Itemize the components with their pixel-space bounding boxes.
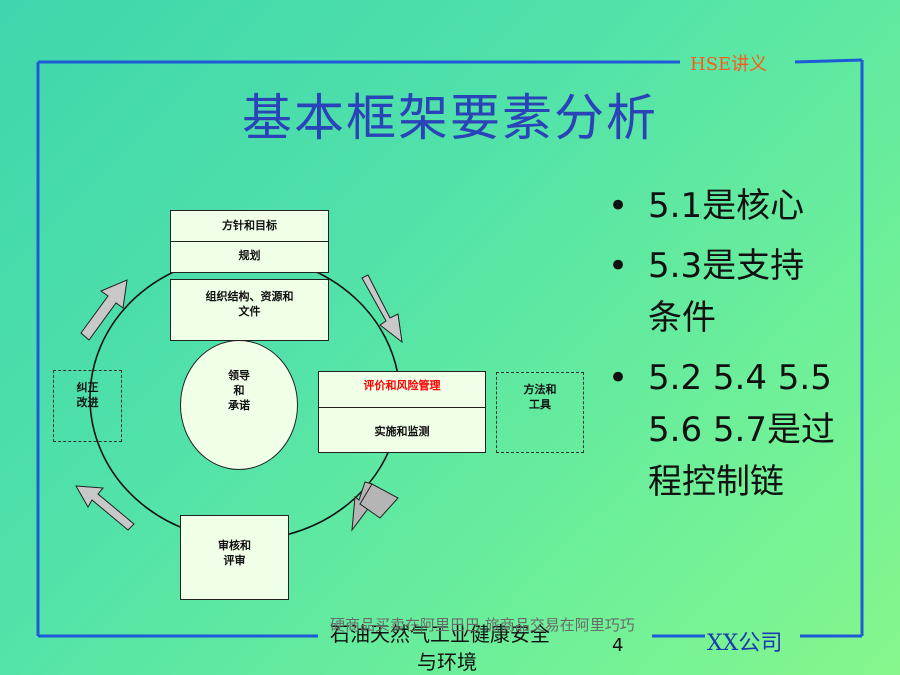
tools-label: 方法和 工具 xyxy=(523,383,557,411)
bullet-text: 5.2 5.4 5.5 5.6 5.7是过 程控制链 xyxy=(648,358,835,502)
leadership-circle xyxy=(180,340,298,470)
page-title: 基本框架要素分析 xyxy=(242,89,658,147)
organization-label: 组织结构、资源和 文件 xyxy=(205,290,294,318)
implementation-label: 实施和监测 xyxy=(374,425,430,438)
audit-label: 审核和 评审 xyxy=(218,539,251,567)
box-divider xyxy=(171,241,328,242)
footer-title-line2: 与环境 xyxy=(417,650,477,674)
policy-planning-box xyxy=(170,210,329,273)
bullet-dot: • xyxy=(608,358,629,398)
company-name: XX公司 xyxy=(707,631,783,656)
box-divider xyxy=(319,407,485,408)
bullet-dot: • xyxy=(608,246,629,286)
bullet-text: 5.3是支持 条件 xyxy=(648,246,805,338)
evaluation-implementation-box xyxy=(318,371,486,453)
hse-tag: HSE讲义 xyxy=(690,54,768,75)
bullet-dot: • xyxy=(608,186,629,226)
arrow-lower-right-icon xyxy=(351,481,399,532)
footer-title-line1: 石油天然气工业健康安全 xyxy=(330,622,550,646)
audit-review-box xyxy=(180,515,289,600)
corrective-box xyxy=(53,370,122,442)
organization-box xyxy=(170,279,329,341)
footer-watermark-text: 硬商品买卖在阿里巴巴 旅商品交易在阿里巧巧 xyxy=(330,616,635,634)
arrow-upper-right-icon xyxy=(361,274,403,344)
arrow-upper-left-icon xyxy=(80,279,128,341)
bullet-text: 5.1是核心 xyxy=(648,186,805,226)
planning-label: 规划 xyxy=(238,249,261,262)
leadership-label: 领导 和 承诺 xyxy=(228,369,250,412)
page-number: 4 xyxy=(612,635,624,656)
policy-objectives-label: 方针和目标 xyxy=(222,219,277,232)
arrow-lower-left-icon xyxy=(75,485,135,531)
risk-management-label: 评价和风险管理 xyxy=(363,379,441,392)
corrective-label: 纠正 改进 xyxy=(76,381,99,409)
tools-box xyxy=(496,372,584,453)
